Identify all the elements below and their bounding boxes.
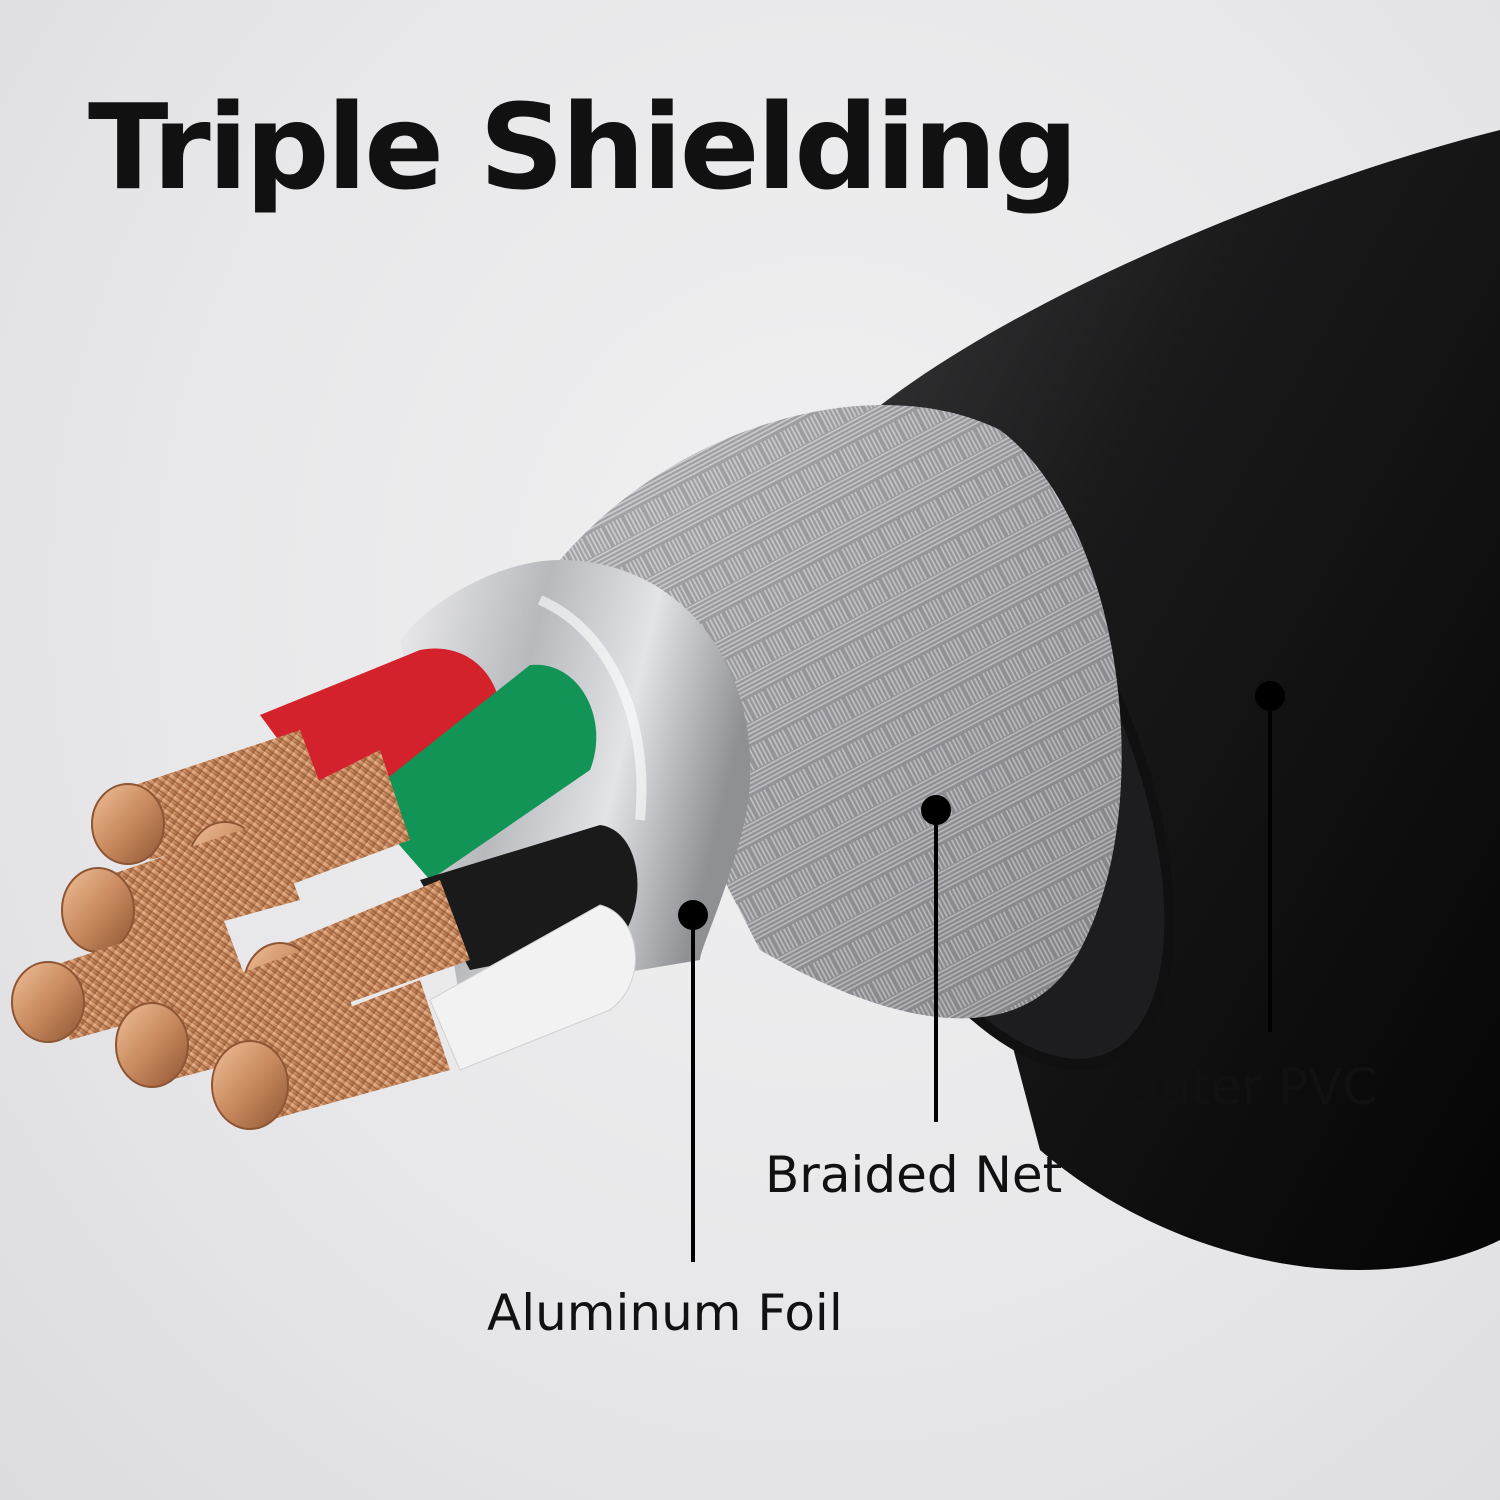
copper-bundle [115, 940, 360, 1088]
callout-braided-net [921, 795, 951, 1122]
page-title: Triple Shielding [88, 78, 1078, 216]
copper-bundle [211, 980, 450, 1130]
label-braided-net: Braided Net [765, 1146, 1063, 1204]
callout-aluminum-foil [678, 900, 708, 1262]
green-wire [360, 664, 597, 880]
copper-bundle [91, 730, 330, 865]
copper-bundle [11, 910, 250, 1043]
callout-outer-pvc [1255, 681, 1285, 1032]
white-wire [429, 904, 636, 1071]
braided-net-layer [560, 405, 1122, 1019]
label-outer-pvc: Outer PVC [1120, 1058, 1378, 1116]
insulated-wires [260, 648, 638, 1071]
label-aluminum-foil: Aluminum Foil [487, 1284, 843, 1342]
red-wire [260, 648, 502, 810]
copper-conductors [11, 730, 470, 1130]
